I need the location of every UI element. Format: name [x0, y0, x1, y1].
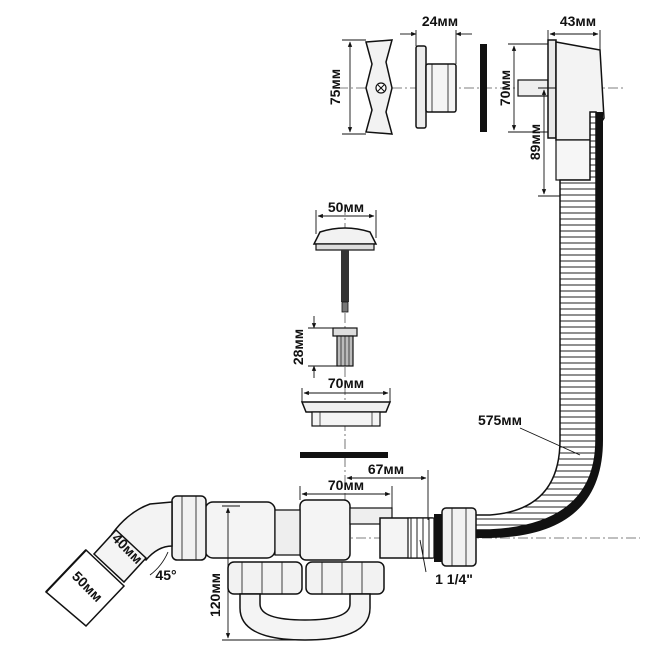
- label-trap-outlet-width: 70мм: [328, 477, 364, 493]
- outlet-flange: [300, 401, 392, 427]
- label-hose-length: 575мм: [478, 412, 522, 428]
- label-elbow-angle: 45°: [155, 567, 176, 583]
- drain-plug: [312, 227, 378, 313]
- overflow-cover: [365, 39, 394, 135]
- label-outlet-flange-diameter: 70мм: [328, 375, 364, 391]
- strainer-insert: [332, 327, 358, 367]
- outlet-gasket: [300, 452, 388, 458]
- label-plug-diameter: 50мм: [328, 199, 364, 215]
- label-thread-size: 1 1/4": [435, 571, 473, 587]
- label-strainer-height: 28мм: [290, 329, 306, 365]
- trap-body: [204, 499, 477, 641]
- dimension-lines: [149, 30, 601, 641]
- label-overflow-offset: 89мм: [527, 124, 543, 160]
- dimension-labels: 75мм 24мм 43мм 70мм 89мм 50мм 28мм 70мм …: [69, 13, 596, 617]
- overflow-flange: [415, 45, 457, 129]
- elbow-nut: [171, 495, 207, 561]
- overflow-gasket: [480, 44, 487, 132]
- label-outlet-offset: 67мм: [368, 461, 404, 477]
- label-overflow-flange-width: 24мм: [422, 13, 458, 29]
- outlet-pipe: [44, 528, 148, 628]
- label-overflow-cover-height: 75мм: [327, 69, 343, 105]
- label-trap-height: 120мм: [207, 573, 223, 617]
- overflow-hose: [469, 111, 603, 538]
- label-overflow-body-height: 70мм: [497, 70, 513, 106]
- label-overflow-body-width: 43мм: [560, 13, 596, 29]
